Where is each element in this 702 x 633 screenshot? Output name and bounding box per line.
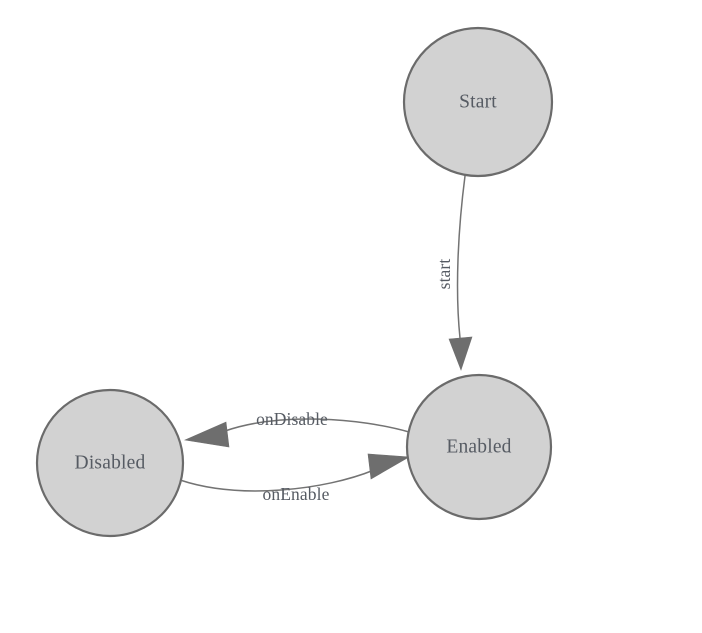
edge-start-to-enabled-path xyxy=(456,175,466,339)
edge-disabled-to-enabled[interactable] xyxy=(179,453,410,492)
edge-label-on-enable: onEnable xyxy=(263,484,330,504)
edge-enabled-to-disabled[interactable] xyxy=(183,418,410,448)
node-disabled[interactable]: Disabled xyxy=(35,388,185,538)
node-enabled[interactable]: Enabled xyxy=(405,373,553,521)
edge-disabled-to-enabled-arrowhead xyxy=(367,453,410,480)
edge-enabled-to-disabled-path xyxy=(224,418,410,433)
node-start[interactable]: Start xyxy=(402,26,554,178)
edge-label-on-disable: onDisable xyxy=(256,409,328,429)
node-enabled-label: Enabled xyxy=(446,437,511,458)
edge-label-start: start xyxy=(434,259,454,290)
node-enabled-circle xyxy=(405,373,553,521)
node-disabled-label: Disabled xyxy=(75,453,146,474)
node-start-label: Start xyxy=(459,92,497,113)
edge-enabled-to-disabled-arrowhead xyxy=(183,421,230,448)
node-start-circle xyxy=(402,26,554,178)
edge-disabled-to-enabled-path xyxy=(179,469,375,492)
edge-start-to-enabled-arrowhead xyxy=(448,336,473,371)
node-disabled-circle xyxy=(35,388,185,538)
edge-start-to-enabled[interactable] xyxy=(448,175,473,371)
